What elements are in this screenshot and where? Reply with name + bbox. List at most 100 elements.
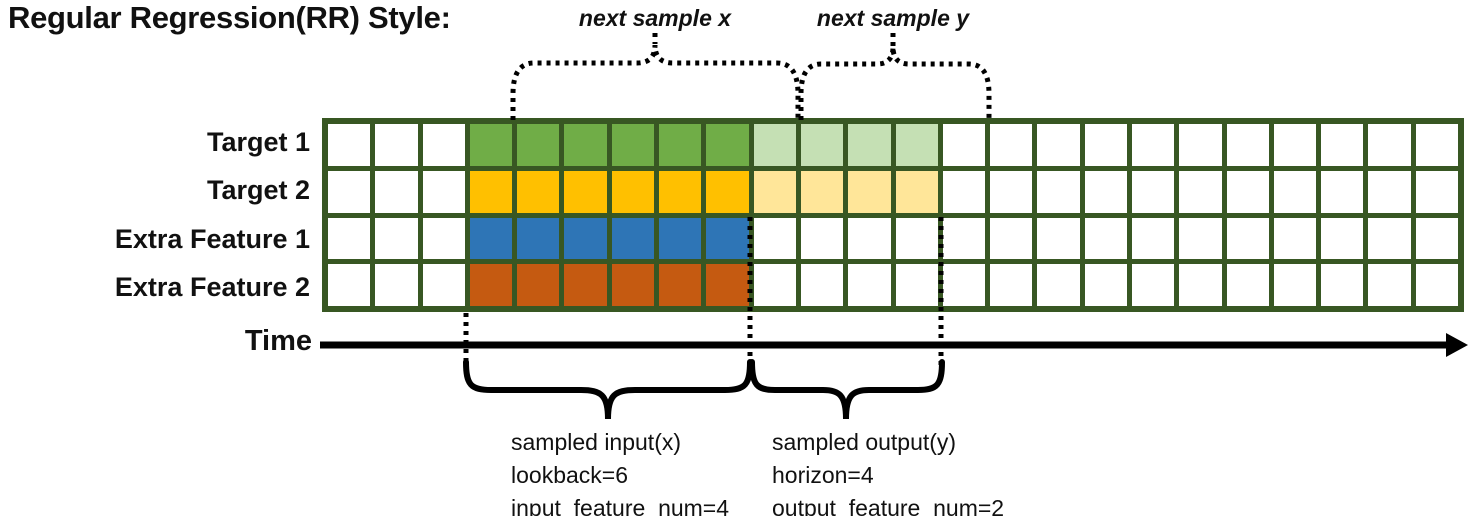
grid-cell [611,217,655,260]
grid-cell [1084,264,1127,306]
row-label-extra-feature-2: Extra Feature 2 [114,272,310,303]
grid-cell [1131,217,1175,260]
sampled-output-title: sampled output(y) [772,429,957,455]
output-feature-num: output_feature_num=2 [772,495,1005,516]
grid-cell [1368,217,1411,260]
grid-cell [564,124,607,166]
next-sample-x-label: next sample x [578,5,732,31]
grid-cell [1273,170,1317,213]
grid-cell [1131,124,1175,166]
grid-cell [800,217,844,260]
grid-cell [422,170,465,213]
grid-cell [1131,170,1175,213]
grid-cell [1321,170,1364,213]
grid-cell [469,217,513,260]
next-sample-y-label: next sample y [816,5,970,31]
sampled-output-caption: sampled output(y) horizon=4 output_featu… [772,426,1004,516]
grid-cell [800,264,844,306]
grid-cell [422,217,465,260]
grid-cell [659,170,702,213]
grid-cell [1273,124,1317,166]
grid-cell [517,124,560,166]
grid-cell [800,170,844,213]
input-feature-num: input_feature_num=4 [511,495,730,516]
grid-cell [1179,170,1222,213]
grid-cell [1226,124,1269,166]
grid-cell [1037,217,1080,260]
grid-cell [469,124,513,166]
grid-cell [895,217,938,260]
grid-cell [1037,170,1080,213]
grid-cell [659,264,702,306]
grid-cell [753,170,796,213]
grid-cell [990,217,1033,260]
grid-cell [564,217,607,260]
grid-cell [1037,124,1080,166]
grid-cell [706,217,749,260]
grid-cell [942,170,986,213]
row-label-target-2: Target 2 [206,175,310,206]
grid-cell [990,264,1033,306]
sampled-output-brace-icon [749,359,945,420]
grid-cell [1368,124,1411,166]
grid-cell [1321,217,1364,260]
grid-cell [1084,217,1127,260]
grid-cell [422,124,465,166]
grid-cell [611,264,655,306]
grid-cell [942,264,986,306]
grid-cell [1273,217,1317,260]
grid-cell [328,124,371,166]
time-arrow-head-icon [1446,333,1468,357]
sample-grid [322,118,1464,312]
grid-cell [659,217,702,260]
grid-cell [753,124,796,166]
grid-cell [990,170,1033,213]
grid-cell [1415,124,1458,166]
sampled-input-brace-icon [463,359,753,420]
grid-cell [1368,264,1411,306]
grid-cell [1179,124,1222,166]
page-title: Regular Regression(RR) Style: [8,0,451,35]
row-label-extra-feature-1: Extra Feature 1 [114,223,310,254]
grid-cell [895,264,938,306]
grid-cell [469,264,513,306]
grid-cell [328,264,371,306]
grid-cell [942,124,986,166]
grid-cell [564,264,607,306]
next-sample-x-brace-icon [510,44,801,120]
grid-cell [1273,264,1317,306]
grid-cell [611,124,655,166]
grid-cell [706,170,749,213]
grid-cell [895,124,938,166]
grid-cell [848,124,891,166]
sampled-input-caption: sampled input(x) lookback=6 input_featur… [511,426,729,516]
grid-cell [328,170,371,213]
grid-cell [1415,264,1458,306]
grid-cell [706,264,749,306]
grid-cell [422,264,465,306]
row-label-target-1: Target 1 [206,126,310,157]
sampled-input-title: sampled input(x) [511,429,682,455]
grid-cell [848,264,891,306]
grid-cell [942,217,986,260]
grid-cell [800,124,844,166]
grid-cell [706,124,749,166]
grid-cell [1321,264,1364,306]
grid-cell [1131,264,1175,306]
grid-cell [659,124,702,166]
grid-cell [517,264,560,306]
grid-cell [517,217,560,260]
grid-cell [375,264,418,306]
grid-cell [1415,170,1458,213]
grid-cell [564,170,607,213]
grid-cell [1368,170,1411,213]
grid-cell [1037,264,1080,306]
time-axis-label: Time [244,325,312,357]
grid-cell [328,217,371,260]
grid-cell [375,217,418,260]
grid-cell [1226,217,1269,260]
grid-cell [848,170,891,213]
grid-cell [517,170,560,213]
grid-cell [375,170,418,213]
